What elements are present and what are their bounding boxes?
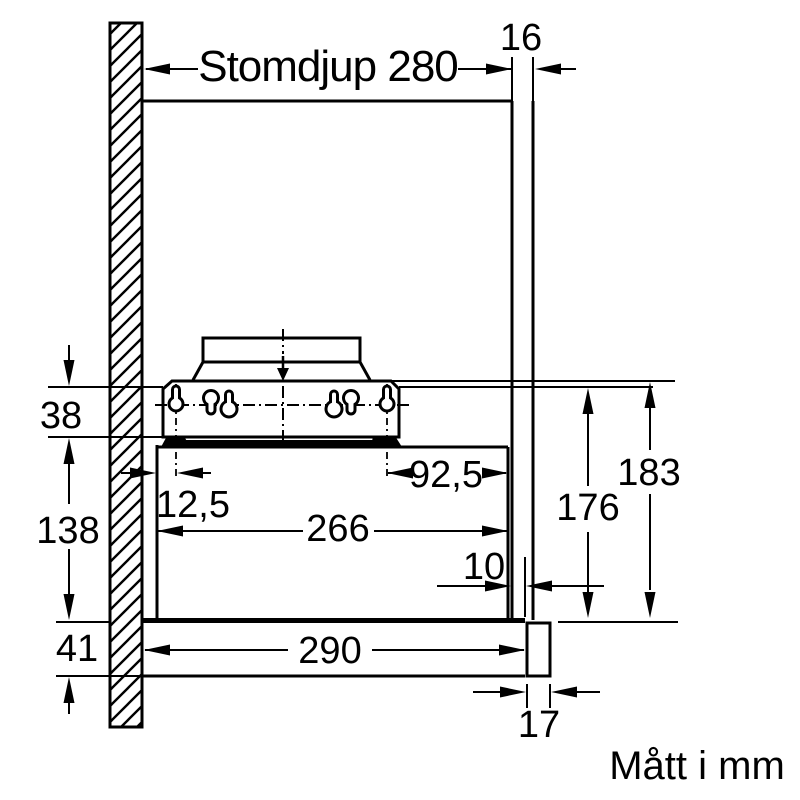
dim-label-266: 266 <box>306 508 369 550</box>
keyhole-slot-icon <box>167 384 185 413</box>
arrow-up-icon <box>63 438 75 464</box>
dim-label-176: 176 <box>556 487 619 529</box>
dim-label-41: 41 <box>56 628 98 670</box>
arrow-up-icon <box>582 388 594 414</box>
arrow-right-icon <box>482 467 508 479</box>
arrow-right-icon <box>500 686 526 698</box>
arrow-left-icon <box>535 63 561 75</box>
arrow-left-icon <box>144 63 170 75</box>
mounting-bracket <box>155 329 409 480</box>
arrow-down-icon <box>63 360 75 386</box>
dim-label-38: 38 <box>40 395 82 437</box>
hood-damper-band <box>161 436 402 447</box>
arrow-up-icon <box>644 382 656 408</box>
dim-290: 290 <box>144 630 525 672</box>
dim-label-92-5: 92,5 <box>409 454 483 496</box>
dim-panel-16: 16 <box>500 17 576 75</box>
visor-front-ledge <box>143 618 552 678</box>
duct-collar <box>191 336 372 381</box>
hood-body <box>155 445 510 620</box>
dim-183: 183 <box>617 382 681 618</box>
arrow-right-icon <box>499 644 525 656</box>
arrow-left-icon <box>551 686 577 698</box>
dim-label-290: 290 <box>298 630 361 672</box>
center-arrow-icon <box>277 368 289 381</box>
dim-label-138: 138 <box>36 510 99 552</box>
dim-left-stack: 38 138 41 <box>36 345 100 714</box>
dim-stomdjup-280: Stomdjup 280 <box>144 42 512 91</box>
dim-17: 17 <box>473 686 600 746</box>
arrow-right-icon <box>130 467 156 479</box>
cabinet-side-panel <box>510 101 535 620</box>
arrow-left-icon <box>526 580 552 592</box>
arrow-right-icon <box>482 525 508 537</box>
dim-label-17: 17 <box>518 704 560 746</box>
arrow-down-icon <box>63 594 75 620</box>
dim-label-stomdjup: Stomdjup 280 <box>198 42 458 91</box>
dim-label-12-5: 12,5 <box>156 484 230 526</box>
dim-12-5: 12,5 <box>121 467 230 526</box>
dim-label-16: 16 <box>500 17 542 59</box>
panel-front-strip <box>525 621 552 678</box>
keyhole-slot-icon <box>378 384 396 413</box>
units-note: Mått i mm <box>609 744 785 788</box>
dim-10: 10 <box>437 546 604 592</box>
arrow-down-icon <box>582 592 594 618</box>
keyhole-slot-icon <box>342 389 360 416</box>
dim-label-10: 10 <box>463 546 505 588</box>
arrow-right-icon <box>486 63 512 75</box>
arrow-left-icon <box>177 467 203 479</box>
keyhole-slot-icon <box>219 389 239 419</box>
arrow-down-icon <box>644 592 656 618</box>
arrow-up-icon <box>63 677 75 703</box>
dim-266: 266 <box>157 508 508 550</box>
arrow-right-icon <box>485 580 511 592</box>
keyhole-slot-icon <box>324 389 344 419</box>
dim-92-5: 92,5 <box>387 454 508 496</box>
dim-label-183: 183 <box>617 452 680 494</box>
dim-176: 176 <box>556 388 620 618</box>
keyhole-slot-icon <box>202 389 220 416</box>
wall-section-hatched <box>108 21 144 729</box>
